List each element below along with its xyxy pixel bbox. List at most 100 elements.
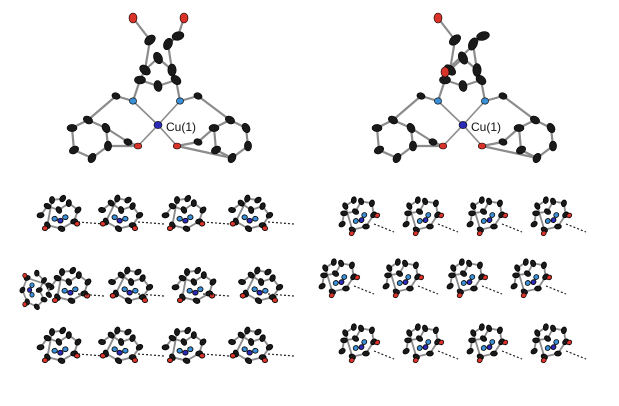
carbon-atom bbox=[422, 324, 429, 333]
oxygen-atom bbox=[418, 274, 425, 281]
packed-molecule bbox=[446, 258, 489, 299]
packing-panel-left bbox=[19, 194, 295, 365]
packed-molecule bbox=[36, 194, 82, 232]
oxygen-atom bbox=[239, 293, 246, 299]
nitrogen-atom bbox=[489, 339, 496, 345]
nitrogen-atom bbox=[352, 218, 359, 224]
carbon-atom bbox=[114, 326, 121, 335]
bond bbox=[480, 144, 539, 160]
nitrogen-atom bbox=[489, 212, 496, 218]
hydrogen-bond bbox=[545, 285, 567, 295]
nitrogen-atom bbox=[72, 286, 79, 293]
oxygen-atom bbox=[374, 339, 381, 346]
carbon-atom bbox=[352, 208, 360, 215]
bond bbox=[408, 332, 418, 358]
nitrogen-atom bbox=[416, 218, 423, 224]
bond bbox=[472, 205, 482, 231]
carbon-atom bbox=[107, 331, 115, 339]
hydrogen-bond bbox=[501, 223, 523, 233]
carbon-atom bbox=[371, 124, 383, 132]
oxygen-atom bbox=[271, 297, 279, 303]
carbon-atom bbox=[406, 329, 413, 337]
oxygen-atom bbox=[440, 66, 450, 78]
carbon-atom bbox=[237, 199, 245, 207]
carbon-atom bbox=[74, 338, 82, 346]
packing-panel-right bbox=[318, 196, 587, 364]
oxygen-atom bbox=[374, 212, 381, 219]
carbon-atom bbox=[404, 337, 412, 344]
carbon-atom bbox=[404, 210, 412, 217]
carbon-atom bbox=[244, 357, 253, 365]
copper-atom bbox=[338, 279, 345, 285]
nitrogen-atom bbox=[187, 214, 194, 221]
carbon-atom bbox=[57, 357, 66, 364]
nitrogen-atom bbox=[186, 287, 193, 294]
carbon-atom bbox=[184, 268, 190, 276]
bond bbox=[137, 124, 159, 147]
carbon-atom bbox=[458, 51, 468, 65]
nitrogen-atom bbox=[332, 280, 339, 286]
carbon-atom bbox=[184, 194, 192, 203]
nitrogen-atom bbox=[425, 212, 432, 218]
packed-molecule bbox=[338, 196, 381, 237]
bond bbox=[501, 94, 537, 122]
nitrogen-atom bbox=[122, 347, 129, 354]
carbon-atom bbox=[386, 264, 393, 272]
carbon-atom bbox=[475, 75, 487, 85]
carbon-atom bbox=[476, 31, 490, 41]
carbon-atom bbox=[228, 339, 236, 346]
carbon-atom bbox=[65, 278, 73, 286]
carbon-atom bbox=[480, 208, 488, 215]
carbon-atom bbox=[330, 258, 337, 266]
carbon-atom bbox=[190, 331, 197, 340]
carbon-atom bbox=[192, 297, 201, 304]
carbon-atom bbox=[514, 264, 521, 272]
bond bbox=[46, 331, 53, 359]
carbon-atom bbox=[98, 339, 106, 346]
copper-atom bbox=[182, 349, 189, 356]
carbon-atom bbox=[241, 123, 251, 133]
nitrogen-atom bbox=[434, 97, 442, 105]
carbon-atom bbox=[394, 258, 401, 266]
copper-atom bbox=[246, 217, 253, 224]
carbon-atom bbox=[554, 350, 562, 357]
oxygen-atom bbox=[166, 225, 174, 231]
carbon-atom bbox=[476, 261, 483, 270]
carbon-atom bbox=[402, 220, 410, 228]
copper-atom bbox=[256, 289, 263, 296]
carbon-atom bbox=[426, 350, 434, 357]
copper-atom bbox=[182, 217, 189, 224]
carbon-atom bbox=[322, 264, 329, 272]
carbon-atom bbox=[254, 297, 263, 305]
nitrogen-atom bbox=[241, 214, 248, 221]
carbon-atom bbox=[171, 284, 180, 291]
oxygen-atom bbox=[482, 274, 489, 281]
nitrogen-atom bbox=[29, 292, 35, 298]
carbon-atom bbox=[468, 37, 478, 51]
oxygen-atom bbox=[540, 357, 547, 364]
carbon-atom bbox=[66, 124, 78, 132]
carbon-atom bbox=[194, 266, 202, 275]
carbon-atom bbox=[466, 347, 474, 355]
carbon-atom bbox=[244, 225, 253, 233]
hydrogen-bond bbox=[202, 353, 230, 357]
carbon-atom bbox=[406, 285, 414, 292]
carbon-atom bbox=[74, 206, 82, 214]
hydrogen-bond bbox=[565, 223, 587, 233]
carbon-atom bbox=[478, 323, 485, 331]
molecule-panel-right: Cu(1) bbox=[371, 12, 557, 163]
oxygen-atom bbox=[131, 357, 139, 363]
carbon-atom bbox=[180, 206, 188, 214]
copper-atom bbox=[57, 217, 64, 224]
carbon-atom bbox=[362, 350, 370, 357]
carbon-atom bbox=[259, 334, 266, 342]
nitrogen-atom bbox=[480, 218, 487, 224]
carbon-atom bbox=[513, 124, 525, 132]
nitrogen-atom bbox=[544, 218, 551, 224]
bond bbox=[46, 199, 53, 227]
packed-molecule bbox=[98, 326, 144, 365]
carbon-atom bbox=[416, 92, 426, 100]
carbon-atom bbox=[449, 34, 461, 46]
carbon-atom bbox=[530, 259, 537, 268]
oxygen-atom bbox=[229, 353, 236, 359]
